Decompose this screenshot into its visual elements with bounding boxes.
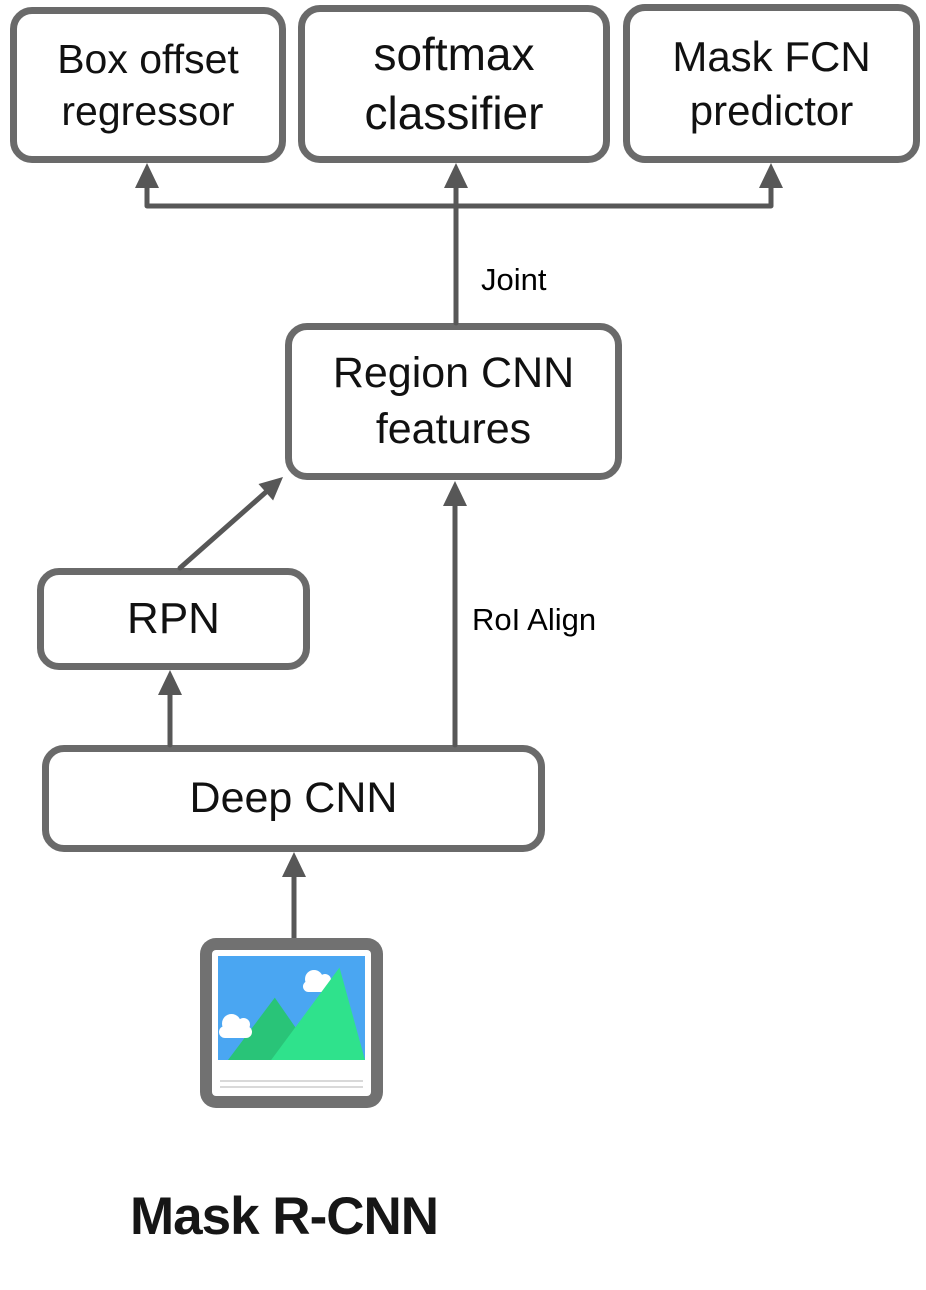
paper-line [220,1086,363,1088]
node-region-cnn-features: Region CNN features [285,323,622,480]
arrowhead-to-box-offset [135,163,159,188]
node-deep-cnn: Deep CNN [42,745,545,852]
node-softmax-classifier: softmax classifier [298,5,610,163]
arrowhead-to-mask-fcn [759,163,783,188]
edge-label-joint: Joint [481,262,547,297]
edge-label-roi-align: RoI Align [472,602,597,637]
arrowhead-image-to-deepcnn [282,852,306,877]
image-icon-paper [212,950,371,1096]
node-mask-fcn-predictor: Mask FCN predictor [623,4,920,163]
node-box-offset-regressor: Box offset regressor [10,7,286,163]
edge-joint-bus-line [144,183,774,209]
arrowhead-deepcnn-to-rpn [158,670,182,695]
node-rpn: RPN [37,568,310,670]
edge-rpn-to-region-line [177,489,269,571]
image-icon [200,938,383,1108]
arrowhead-roi-align [443,481,467,506]
arrowhead-rpn-to-region [258,477,283,501]
cloud-icon [219,1014,252,1038]
arrowhead-to-softmax [444,163,468,188]
diagram-title: Mask R-CNN [130,1187,439,1246]
cloud-icon [303,970,333,992]
paper-line [220,1080,363,1082]
image-icon-sky [218,956,365,1060]
